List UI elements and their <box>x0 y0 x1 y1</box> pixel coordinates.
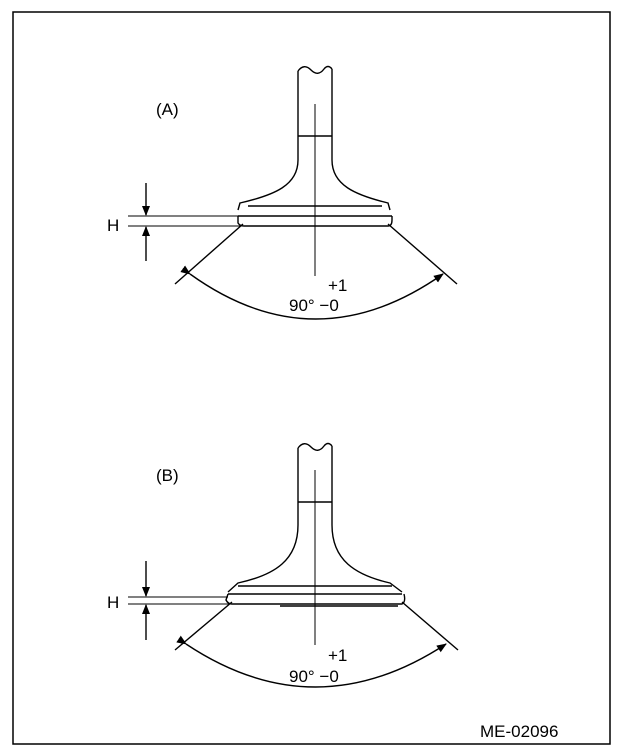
valve-b-neck-right <box>331 502 403 593</box>
valve-b-angle-arc <box>176 635 447 688</box>
diagram-frame <box>12 11 611 745</box>
figure-code: ME-02096 <box>480 722 558 741</box>
valve-a-neck-right <box>331 136 391 211</box>
figure-a-angle-value: 90° −0 <box>289 296 339 315</box>
valve-b-neck-left <box>227 502 299 593</box>
figure-b-angle-value: 90° −0 <box>289 667 339 686</box>
figure-a <box>128 65 458 320</box>
valve-a-face <box>237 216 393 227</box>
valve-a-neck-left <box>237 136 299 211</box>
figure-b <box>128 442 459 688</box>
figure-a-label: (A) <box>156 100 179 119</box>
valve-a-cone-left <box>174 223 244 285</box>
figure-a-tolerance-plus: +1 <box>328 276 347 295</box>
valve-b-cone-left <box>174 601 233 651</box>
figure-b-label: (B) <box>156 466 179 485</box>
figure-b-dimension-label: H <box>107 593 119 612</box>
valve-a-cone-right <box>387 223 458 285</box>
valve-a-angle-arc <box>180 265 444 320</box>
valve-b-stem-break <box>297 442 333 451</box>
figure-a-dimension-label: H <box>107 216 119 235</box>
valve-a-stem-break <box>297 65 333 74</box>
valve-b-cone-right <box>401 601 459 651</box>
figure-b-tolerance-plus: +1 <box>328 646 347 665</box>
